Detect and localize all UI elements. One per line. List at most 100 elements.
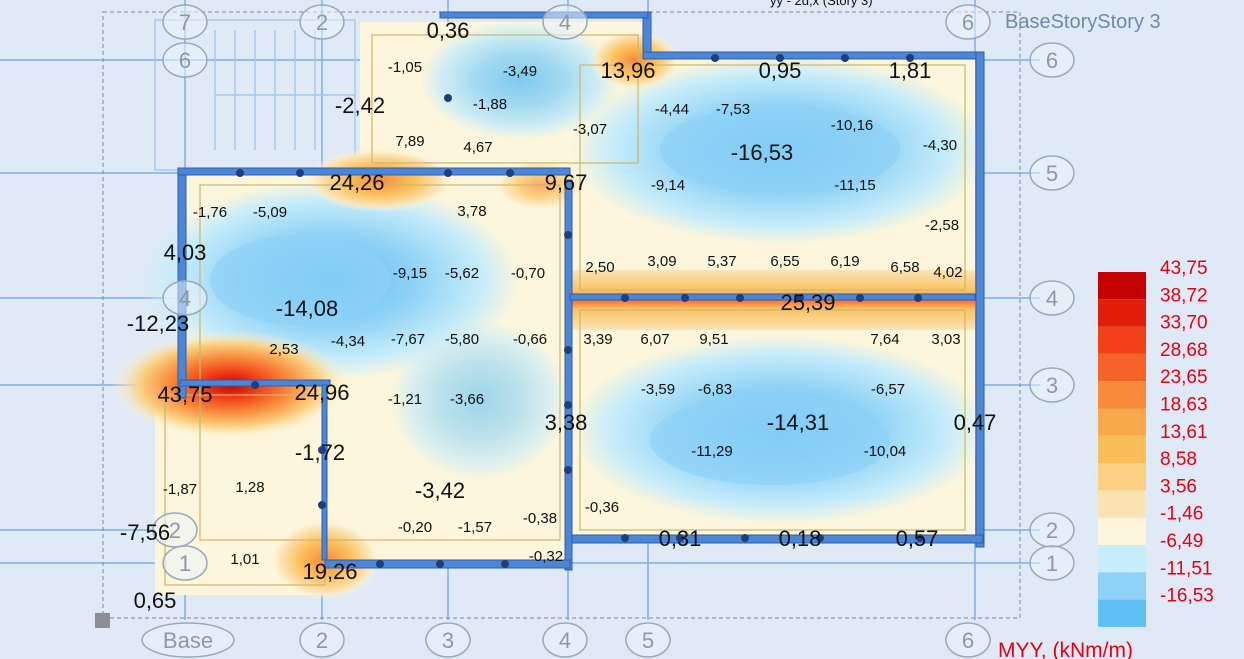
moment-value-small: -10,16 [831, 117, 874, 134]
moment-value-small: -3,66 [450, 391, 484, 408]
moment-value-large: 24,26 [329, 170, 384, 195]
moment-value-small: -9,15 [393, 265, 427, 282]
wall-nodes [236, 54, 924, 568]
moment-value-small: -11,15 [834, 177, 875, 194]
legend-swatch [1098, 545, 1146, 573]
moment-value-small: -4,44 [655, 101, 689, 118]
moment-value-small: -6,57 [871, 381, 905, 398]
moment-value-small: 6,07 [640, 331, 669, 348]
legend-swatch [1098, 517, 1146, 545]
top-caption: yy - 2d,x (Story 3) [770, 0, 873, 8]
grid-bubble-label: 2 [316, 10, 328, 35]
grid-bubble-right: 1 [1029, 545, 1075, 581]
moment-value-small: -9,14 [651, 177, 685, 194]
moment-value-large: 13,96 [600, 58, 655, 83]
moment-value-small: 2,53 [269, 341, 298, 358]
moment-value-small: -10,04 [864, 443, 907, 460]
story-tag: BaseStoryStory 3 [1005, 11, 1161, 33]
moment-value-small: -1,88 [473, 96, 507, 113]
grid-bubble-label: 4 [179, 286, 191, 311]
legend-swatch [1098, 272, 1146, 300]
moment-value-small: -1,05 [388, 59, 422, 76]
legend-value: -16,53 [1160, 586, 1214, 607]
moment-value-small: 2,50 [585, 259, 614, 276]
moment-value-small: -0,36 [585, 499, 619, 516]
moment-value-small: -4,34 [331, 333, 365, 350]
grid-bubble-top: 7 [162, 4, 208, 40]
grid-bubble-label: 1 [1046, 551, 1058, 576]
moment-value-small: -2,58 [925, 217, 959, 234]
moment-value-large: 0,57 [896, 526, 939, 551]
moment-value-large: 24,96 [294, 380, 349, 405]
legend-value: 43,75 [1160, 258, 1208, 279]
grid-bubble-left: 4 [162, 280, 208, 316]
moment-value-small: 6,55 [770, 253, 799, 270]
moment-value-small: 3,39 [583, 331, 612, 348]
moment-value-small: 4,02 [933, 264, 962, 281]
grid-bubble-label: 7 [179, 10, 191, 35]
grid-bubble-label: 4 [559, 628, 571, 653]
color-legend: 43,7538,7233,7028,6823,6518,6313,618,583… [1098, 258, 1214, 627]
moment-value-small: -1,21 [388, 391, 422, 408]
corner-marker[interactable] [95, 613, 110, 628]
moment-value-small: -7,67 [391, 331, 425, 348]
grid-bubble-label: 6 [1046, 48, 1058, 73]
legend-value: 33,70 [1160, 313, 1208, 334]
grid-bubble-bottom: 5 [625, 622, 671, 658]
moment-value-small: 4,67 [463, 139, 492, 156]
grid-bubble-bottom: 4 [542, 622, 588, 658]
legend-title: MYY, (kNm/m) [998, 639, 1133, 659]
grid-bubble-label: 1 [179, 551, 191, 576]
grid-bubble-right: 2 [1029, 512, 1075, 548]
legend-value: 23,65 [1160, 367, 1208, 388]
grid-bubble-label: Base [163, 628, 213, 653]
legend-swatch [1098, 463, 1146, 491]
legend-value: -1,46 [1160, 504, 1203, 525]
moment-value-large: -3,42 [415, 478, 465, 503]
moment-value-small: -3,49 [503, 63, 537, 80]
moment-value-small: 1,28 [235, 479, 264, 496]
moment-value-small: -5,09 [253, 204, 287, 221]
moment-value-small: -3,07 [573, 121, 607, 138]
moment-value-large: -2,42 [335, 93, 385, 118]
legend-swatch [1098, 599, 1146, 627]
legend-value: 8,58 [1160, 449, 1197, 470]
moment-value-small: -0,66 [513, 331, 547, 348]
moment-value-small: -0,38 [523, 510, 557, 527]
moment-value-small: -3,59 [641, 381, 675, 398]
moment-value-small: -4,30 [923, 137, 957, 154]
moment-value-large: 0,95 [759, 58, 802, 83]
moment-value-large: 9,67 [545, 170, 588, 195]
moment-value-large: 4,03 [164, 240, 207, 265]
grid-bubble-label: 3 [442, 628, 454, 653]
legend-value: 18,63 [1160, 395, 1208, 416]
moment-value-small: -5,62 [445, 265, 479, 282]
moment-value-small: 6,58 [890, 259, 919, 276]
moment-value-small: -0,20 [398, 519, 432, 536]
moment-value-large: -16,53 [731, 140, 793, 165]
moment-value-large: -14,31 [767, 410, 829, 435]
legend-swatch [1098, 408, 1146, 436]
moment-value-large: 0,36 [427, 18, 470, 43]
moment-value-large: 25,39 [780, 290, 835, 315]
moment-value-small: -0,32 [529, 548, 563, 565]
moment-value-large: 0,47 [954, 410, 997, 435]
moment-value-small: -7,53 [716, 101, 750, 118]
moment-value-small: -0,70 [511, 265, 545, 282]
legend-value: 13,61 [1160, 422, 1208, 443]
grid-bubble-label: 3 [1046, 373, 1058, 398]
moment-value-large: 19,26 [302, 559, 357, 584]
legend-value: 28,68 [1160, 340, 1208, 361]
moment-value-large: 43,75 [157, 382, 212, 407]
moment-value-small: 6,19 [830, 253, 859, 270]
legend-value: -6,49 [1160, 531, 1203, 552]
grid-bubble-left: 1 [162, 545, 208, 581]
grid-bubble-top: 4 [542, 4, 588, 40]
legend-value: 38,72 [1160, 285, 1208, 306]
grid-bubble-label: 2 [169, 518, 181, 543]
legend-swatch [1098, 381, 1146, 409]
legend-swatch [1098, 490, 1146, 518]
stair-outline [154, 19, 356, 171]
